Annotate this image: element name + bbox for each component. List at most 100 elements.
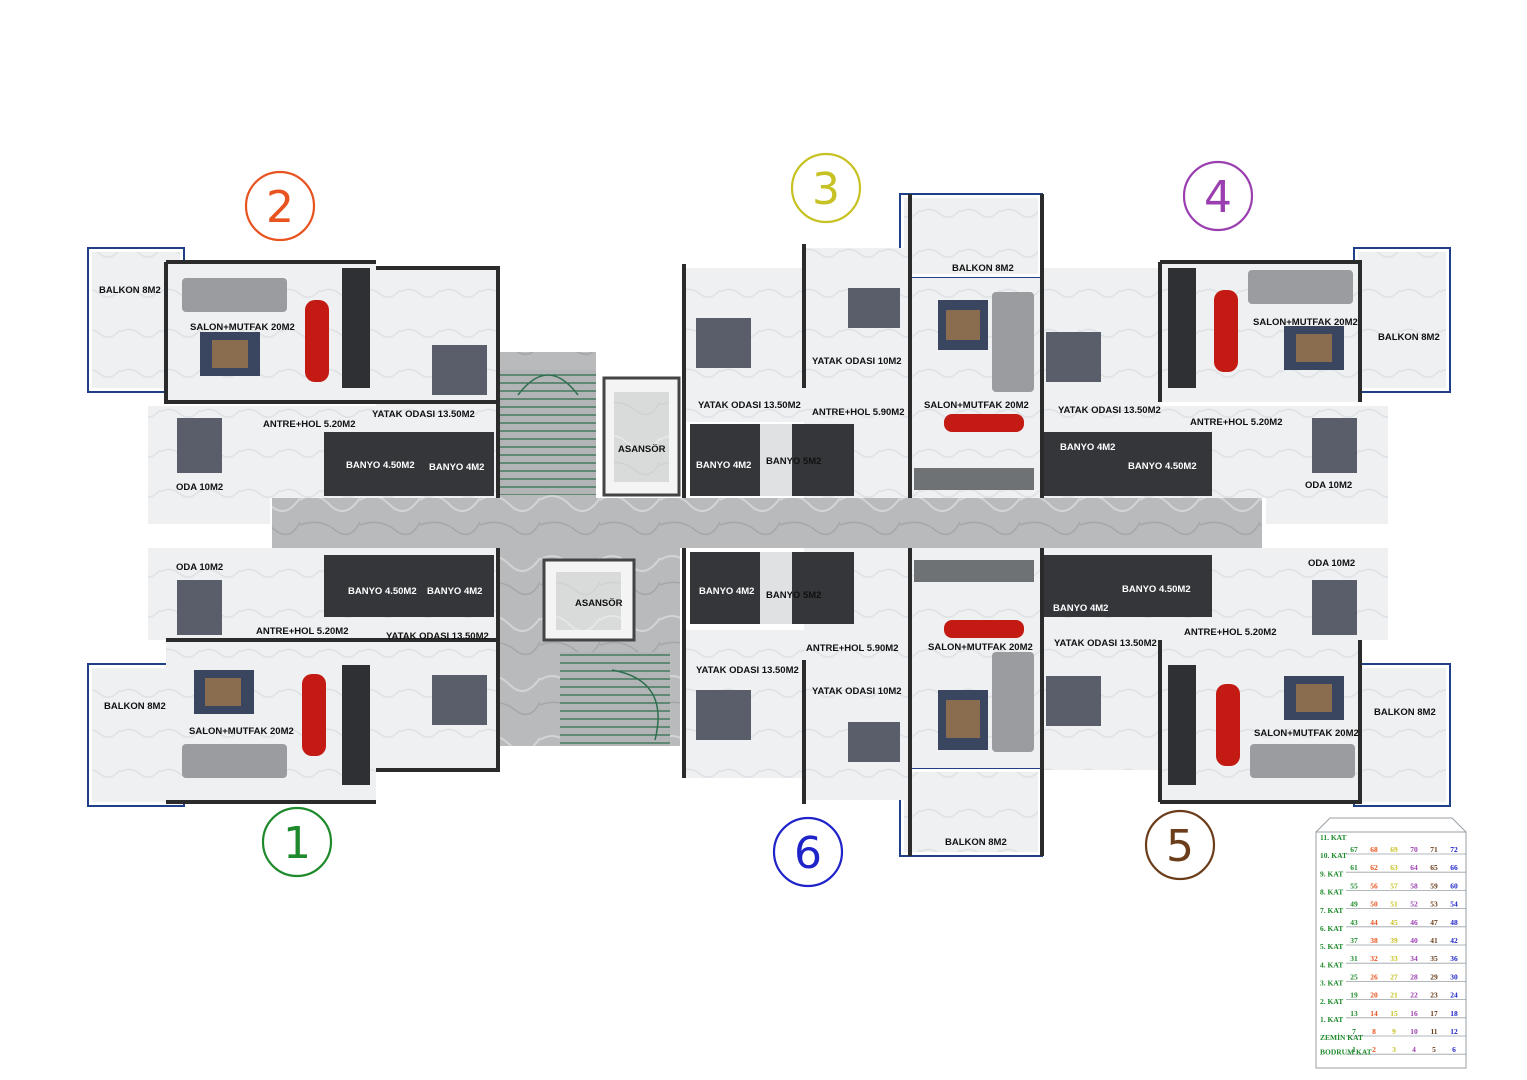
table-cell: 68 — [1370, 845, 1378, 854]
u4-balkon-label: BALKON 8M2 — [1378, 332, 1440, 343]
table-cell: 10 — [1410, 1027, 1418, 1036]
u3-yatak-small-label: YATAK ODASI 10M2 — [812, 356, 902, 367]
floor-label: 10. KAT — [1320, 851, 1347, 860]
u3-yatak-label: YATAK ODASI 13.50M2 — [698, 400, 801, 411]
table-cell: 26 — [1370, 972, 1378, 981]
u6-banyo-b-label: BANYO 5M2 — [766, 590, 821, 601]
table-cell: 19 — [1350, 991, 1358, 1000]
table-cell: 16 — [1410, 1009, 1418, 1018]
table-cell: 72 — [1450, 845, 1458, 854]
table-cell: 17 — [1430, 1009, 1438, 1018]
table-cell: 61 — [1350, 863, 1358, 872]
u4-banyo-a-label: BANYO 4M2 — [1060, 442, 1115, 453]
table-cell: 31 — [1350, 954, 1358, 963]
unit-1: ODA 10M2 BANYO 4.50M2 BANYO 4M2 ANTRE+HO… — [87, 548, 500, 807]
u2-banyo-a-label: BANYO 4.50M2 — [346, 460, 415, 471]
u5-balkon-label: BALKON 8M2 — [1374, 707, 1436, 718]
table-cell: 66 — [1450, 863, 1458, 872]
table-cell: 12 — [1450, 1027, 1458, 1036]
u2-balkon-label: BALKON 8M2 — [99, 285, 161, 296]
table-cell: 64 — [1410, 863, 1418, 872]
table-cell: 7 — [1352, 1027, 1356, 1036]
table-cell: 38 — [1370, 936, 1378, 945]
table-cell: 27 — [1390, 972, 1398, 981]
floor-label: 5. KAT — [1320, 942, 1343, 951]
table-cell: 67 — [1350, 845, 1358, 854]
elevator-top: ASANSÖR — [602, 376, 681, 497]
table-cell: 46 — [1410, 918, 1418, 927]
table-cell: 57 — [1390, 881, 1398, 890]
table-cell: 30 — [1450, 972, 1458, 981]
u5-oda-label: ODA 10M2 — [1308, 558, 1355, 569]
floor-label: 3. KAT — [1320, 979, 1343, 988]
u4-yatak-label: YATAK ODASI 13.50M2 — [1058, 405, 1161, 416]
u5-yatak-label: YATAK ODASI 13.50M2 — [1054, 638, 1157, 649]
table-cell: 59 — [1430, 881, 1438, 890]
u1-yatak-label: YATAK ODASI 13.50M2 — [386, 631, 489, 642]
u2-yatak-label: YATAK ODASI 13.50M2 — [372, 409, 475, 420]
unit-number-4: 4 — [1204, 172, 1232, 223]
u3-banyo-a-label: BANYO 4M2 — [696, 460, 751, 471]
unit-number-1: 1 — [283, 818, 311, 869]
table-cell: 58 — [1410, 881, 1418, 890]
unit-marker-4: 4 — [1182, 160, 1254, 232]
table-cell: 25 — [1350, 972, 1358, 981]
unit-marker-2: 2 — [244, 170, 316, 242]
unit-number-2: 2 — [266, 182, 294, 233]
corridor — [272, 498, 1262, 548]
floor-label: 8. KAT — [1320, 888, 1343, 897]
stair-arc-bottom — [611, 669, 659, 741]
table-cell: 29 — [1430, 972, 1438, 981]
table-cell: 55 — [1350, 881, 1358, 890]
table-cell: 69 — [1390, 845, 1398, 854]
floor-label: BODRUM KAT — [1320, 1047, 1372, 1056]
table-cell: 4 — [1412, 1045, 1416, 1054]
table-cell: 35 — [1430, 954, 1438, 963]
unit-marker-1: 1 — [261, 806, 333, 878]
floor-label: 7. KAT — [1320, 906, 1343, 915]
table-cell: 60 — [1450, 881, 1458, 890]
unit-number-6: 6 — [794, 828, 822, 879]
table-cell: 39 — [1390, 936, 1398, 945]
table-cell: 32 — [1370, 954, 1378, 963]
table-cell: 24 — [1450, 991, 1458, 1000]
u2-banyo-b-label: BANYO 4M2 — [429, 462, 484, 473]
u5-antre-label: ANTRE+HOL 5.20M2 — [1184, 627, 1276, 638]
u3-salon-label: SALON+MUTFAK 20M2 — [924, 400, 1029, 411]
u3-antre-label: ANTRE+HOL 5.90M2 — [812, 407, 904, 418]
table-cell: 34 — [1410, 954, 1418, 963]
table-cell: 70 — [1410, 845, 1418, 854]
u2-salon-label: SALON+MUTFAK 20M2 — [190, 322, 295, 333]
u6-yatak-label: YATAK ODASI 13.50M2 — [696, 665, 799, 676]
table-cell: 15 — [1390, 1009, 1398, 1018]
floor-label: 1. KAT — [1320, 1015, 1343, 1024]
table-cell: 49 — [1350, 900, 1358, 909]
u3-balkon-label: BALKON 8M2 — [952, 263, 1014, 274]
u1-salon-label: SALON+MUTFAK 20M2 — [189, 726, 294, 737]
table-cell: 6 — [1452, 1045, 1456, 1054]
stairs-bottom — [560, 652, 670, 746]
u1-oda-label: ODA 10M2 — [176, 562, 223, 573]
floor-label: 9. KAT — [1320, 869, 1343, 878]
table-cell: 51 — [1390, 900, 1398, 909]
table-cell: 28 — [1410, 972, 1418, 981]
floor-label: 6. KAT — [1320, 924, 1343, 933]
u5-banyo-a-label: BANYO 4M2 — [1053, 603, 1108, 614]
unit-3: BALKON 8M2 YATAK ODASI 10M2 YATAK ODASI … — [682, 193, 1044, 498]
table-cell: 44 — [1370, 918, 1378, 927]
unit-marker-5: 5 — [1144, 809, 1216, 881]
u6-antre-label: ANTRE+HOL 5.90M2 — [806, 643, 898, 654]
u4-oda-label: ODA 10M2 — [1305, 480, 1352, 491]
u1-balkon-label: BALKON 8M2 — [104, 701, 166, 712]
table-cell: 54 — [1450, 900, 1458, 909]
u4-banyo-b-label: BANYO 4.50M2 — [1128, 461, 1197, 472]
table-cell: 23 — [1430, 991, 1438, 1000]
unit-6: BANYO 4M2 BANYO 5M2 ANTRE+HOL 5.90M2 SAL… — [682, 548, 1044, 857]
elevator-top-label: ASANSÖR — [618, 444, 666, 455]
unit-number-5: 5 — [1166, 821, 1194, 872]
unit-2: BALKON 8M2 SALON+MUTFAK 20M2 YATAK ODASI… — [87, 247, 500, 524]
table-cell: 13 — [1350, 1009, 1358, 1018]
